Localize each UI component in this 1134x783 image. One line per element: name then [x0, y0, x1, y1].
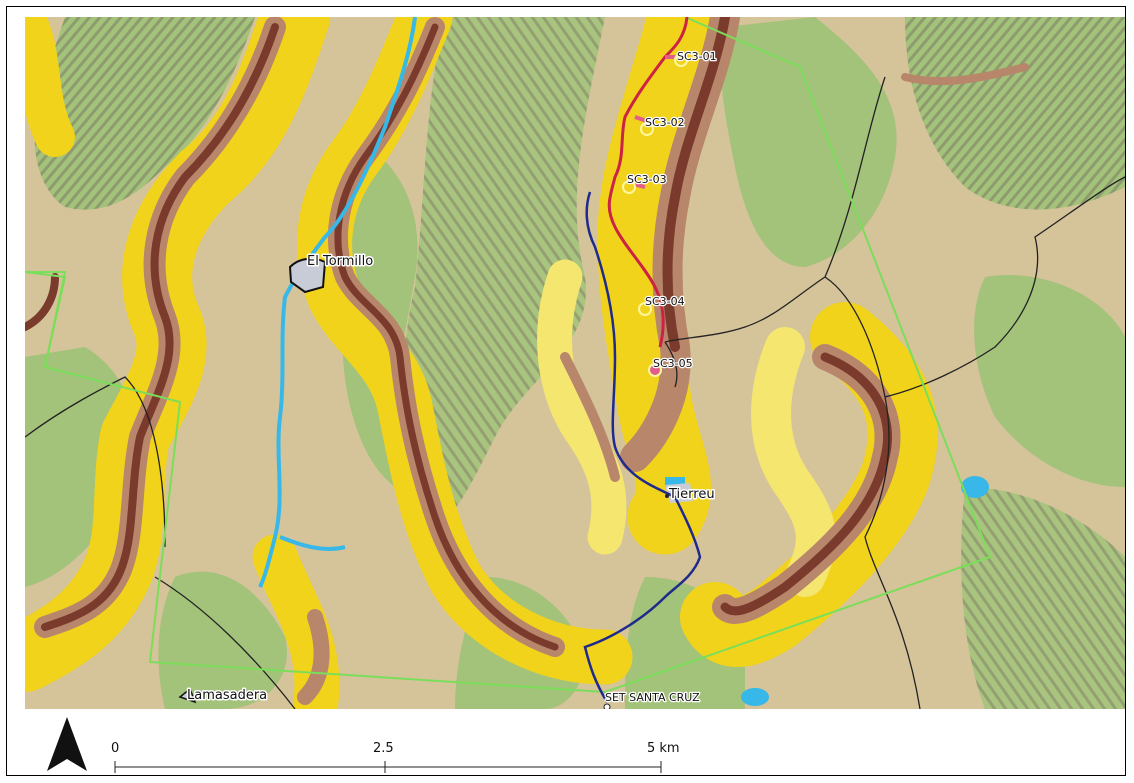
scale-tick-0: 0	[111, 741, 120, 756]
north-arrow-icon	[47, 717, 87, 771]
scale-tick-5-km: 5 km	[647, 741, 680, 756]
map-svg: SC3-01 SC3-02 SC3-03 SC3-04 SC3-05 El To…	[25, 17, 1125, 709]
turbine-label-sc3-02: SC3-02	[645, 116, 685, 129]
turbine-label-sc3-04: SC3-04	[645, 295, 685, 308]
scale-tick-2-5: 2.5	[373, 741, 394, 756]
place-label-set-santa-cruz: SET SANTA CRUZ	[605, 691, 700, 704]
scale-bar	[114, 761, 662, 773]
place-label-tierreu: Tierreu	[668, 487, 715, 502]
place-label-el-tormillo: El Tormillo	[307, 254, 373, 269]
tierreu-marker	[665, 494, 669, 498]
turbine-labels: SC3-01 SC3-02 SC3-03 SC3-04 SC3-05	[626, 49, 718, 372]
forest-areas	[25, 17, 1125, 709]
access-road	[607, 17, 689, 348]
evacuation-line	[583, 191, 702, 703]
turbine-markers	[622, 53, 688, 377]
turbine-label-sc3-01: SC3-01	[677, 50, 717, 63]
river	[258, 17, 417, 588]
water-bodies	[665, 476, 989, 706]
map-canvas[interactable]: SC3-01 SC3-02 SC3-03 SC3-04 SC3-05 El To…	[25, 17, 1125, 709]
study-area-west	[25, 271, 67, 368]
settlements	[178, 257, 693, 704]
substation-marker	[603, 703, 611, 709]
map-legend: 0 2.5 5 km	[25, 713, 1125, 779]
place-label-lamasadera: Lamasadera	[187, 688, 267, 703]
municipal-boundaries	[25, 76, 1125, 709]
map-frame: SC3-01 SC3-02 SC3-03 SC3-04 SC3-05 El To…	[6, 6, 1126, 776]
slope-ridges	[25, 17, 1029, 705]
turbine-label-sc3-05: SC3-05	[653, 357, 693, 370]
turbine-label-sc3-03: SC3-03	[627, 173, 667, 186]
